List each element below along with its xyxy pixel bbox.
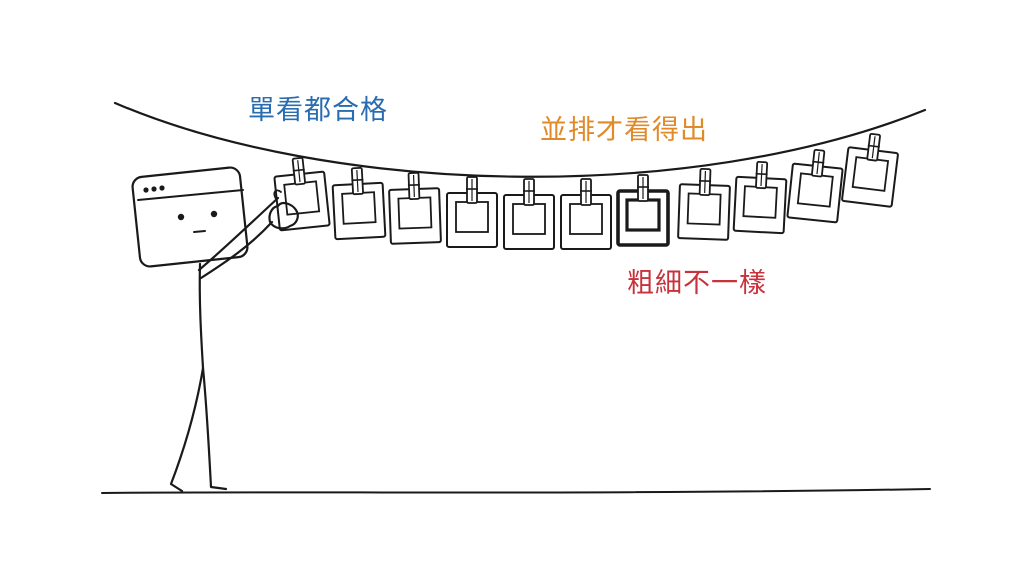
eye-right (210, 210, 218, 218)
clothespin-split (412, 175, 415, 198)
clothespin-split (704, 171, 707, 194)
mouth (193, 230, 206, 233)
window-dot-icon (159, 185, 165, 191)
thumb (273, 189, 282, 200)
polaroid-photo-icon (503, 178, 555, 250)
clothespin-split (356, 170, 359, 193)
window-dot-icon (151, 186, 157, 192)
arm-upper (197, 196, 280, 272)
polaroid-photo-icon (560, 178, 612, 250)
polaroid-photo-icon (446, 176, 498, 248)
torso (198, 262, 205, 370)
window-dot-icon (143, 187, 149, 193)
polaroid-photo-icon (732, 160, 788, 235)
leg-right (201, 366, 228, 491)
clothespin-split (816, 152, 820, 175)
caption-thickness-differs: 粗細不一樣 (627, 268, 767, 299)
polaroid-photo-icon (388, 172, 442, 245)
clothespin-split (297, 160, 301, 183)
ground-line (101, 488, 931, 494)
clothespin-split (760, 164, 763, 187)
clothespin-spring (351, 178, 364, 182)
polaroid-photo-icon (616, 174, 670, 247)
arm-lower (199, 220, 274, 280)
polaroid-photo-icon (273, 156, 331, 232)
polaroid-photo-icon (841, 132, 899, 208)
polaroid-photo-icon (786, 148, 844, 224)
eye-left (177, 213, 185, 221)
clothespin-spring (755, 172, 768, 176)
hand (268, 201, 299, 230)
caption-individually-pass: 單看都合格 (248, 95, 388, 126)
clothespin-split (871, 136, 876, 159)
caption-side-by-side: 並排才看得出 (540, 115, 708, 146)
photo-row (273, 132, 899, 250)
clothesline (113, 101, 927, 178)
polaroid-photo-icon (677, 168, 731, 241)
leg-left (169, 366, 205, 493)
clothespin-spring (292, 168, 305, 172)
stick-figure (131, 166, 299, 493)
polaroid-photo-icon (331, 166, 387, 241)
clothespin-spring (812, 160, 825, 164)
clothespin-spring (867, 144, 880, 148)
browser-window-face-icon (131, 166, 249, 268)
